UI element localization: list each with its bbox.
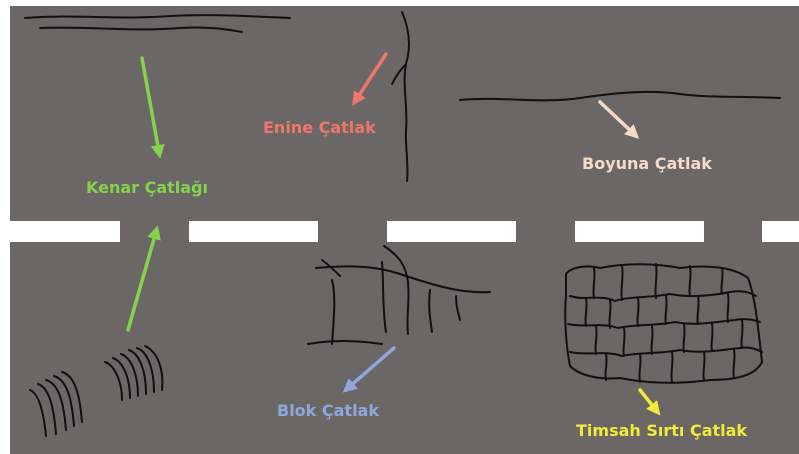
timsah-label: Timsah Sırtı Çatlak	[576, 421, 747, 440]
kenar-arrow-bottom	[128, 232, 156, 330]
blok-label: Blok Çatlak	[277, 401, 379, 420]
edge-crack-line	[25, 15, 290, 18]
road-surface: Kenar Çatlağı Enine Çatlak Boyuna Çatlak…	[10, 6, 799, 454]
longitudinal-crack-line	[460, 92, 780, 100]
edge-crack-arcs	[30, 346, 162, 436]
transverse-crack-line	[402, 12, 409, 181]
crack-illustration	[10, 6, 799, 454]
kenar-label: Kenar Çatlağı	[86, 178, 208, 197]
kenar-arrow-top	[142, 58, 159, 152]
timsah-arrow	[640, 390, 656, 410]
block-crack-network	[308, 246, 490, 344]
boyuna-arrow	[600, 102, 634, 134]
enine-arrow	[356, 54, 386, 100]
blok-arrow	[348, 348, 394, 388]
edge-crack-line	[40, 27, 242, 32]
boyuna-label: Boyuna Çatlak	[582, 154, 712, 173]
alligator-crack-network	[565, 264, 762, 383]
enine-label: Enine Çatlak	[263, 118, 376, 137]
